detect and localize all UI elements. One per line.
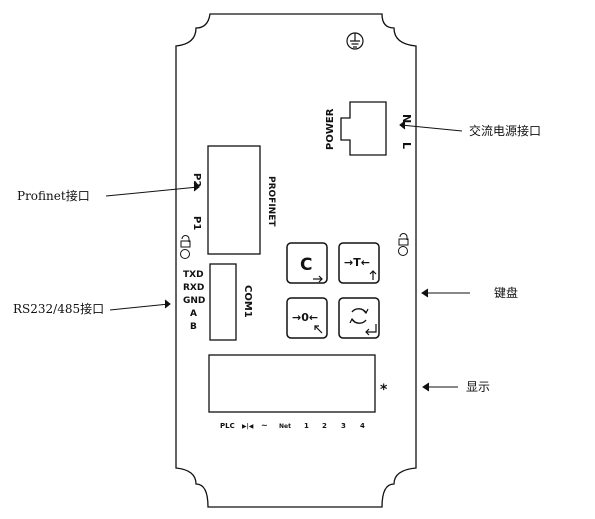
clear-key[interactable]: C <box>286 242 328 284</box>
power-pin-l: L <box>400 142 413 149</box>
cycle-enter-key[interactable] <box>338 297 380 339</box>
tare-key[interactable]: →T← <box>338 242 380 284</box>
indicator-stable: ▶|◀ <box>242 423 254 430</box>
clear-key-label: C <box>300 255 312 275</box>
callout-profinet-label: Profinet接口 <box>17 188 90 203</box>
callout-rs232-label: RS232/485接口 <box>13 301 104 316</box>
callout-display-label: 显示 <box>466 380 490 394</box>
zero-key[interactable]: →0← <box>286 297 328 339</box>
power-pin-n: N <box>400 114 413 123</box>
callout-arrow-keyboard <box>421 288 470 298</box>
indicator-2: 2 <box>322 422 327 430</box>
indicator-plc: PLC <box>220 422 235 430</box>
callout-arrow-display <box>422 382 458 392</box>
indicator-1: 1 <box>304 422 309 430</box>
com-pin-txd: TXD <box>183 270 204 280</box>
com-pin-a: A <box>190 309 197 319</box>
callout-keyboard-label: 键盘 <box>494 285 518 300</box>
com-pin-gnd: GND <box>183 296 205 306</box>
indicator-4: 4 <box>360 422 365 430</box>
indicator-3: 3 <box>341 422 346 430</box>
profinet-label: PROFINET <box>266 176 276 227</box>
zero-key-label: →0← <box>292 311 318 324</box>
com-pin-b: B <box>190 322 197 332</box>
arrow-diagonal-icon <box>314 325 323 334</box>
callout-arrow-rs232 <box>109 299 171 311</box>
lock-icon <box>398 233 409 256</box>
com-label: COM1 <box>242 285 253 318</box>
panel-outline <box>175 13 417 508</box>
callout-arrow-profinet <box>105 182 200 197</box>
indicator-net: Net <box>279 423 291 430</box>
display-star: * <box>380 382 388 398</box>
display-indicators: PLC ▶|◀ ~ Net 1 2 3 4 <box>220 421 365 430</box>
display-window <box>208 354 376 413</box>
indicator-tilde: ~ <box>261 421 268 430</box>
ground-icon <box>346 32 364 50</box>
tare-key-label: →T← <box>344 256 370 269</box>
lock-icon <box>180 235 191 259</box>
power-connector <box>340 101 387 156</box>
profinet-p2: P2 <box>191 173 202 187</box>
com-port <box>209 263 237 341</box>
power-label: POWER <box>325 108 336 150</box>
com-pin-rxd: RXD <box>183 283 204 293</box>
arrow-up-icon <box>369 270 377 280</box>
cycle-arrows-icon <box>349 308 369 324</box>
callout-arrow-power <box>399 120 463 132</box>
profinet-p1: P1 <box>191 216 202 230</box>
enter-arrow-icon <box>365 324 377 336</box>
callout-power-label: 交流电源接口 <box>469 123 541 138</box>
arrow-right-icon <box>313 275 323 283</box>
profinet-port <box>207 145 261 255</box>
